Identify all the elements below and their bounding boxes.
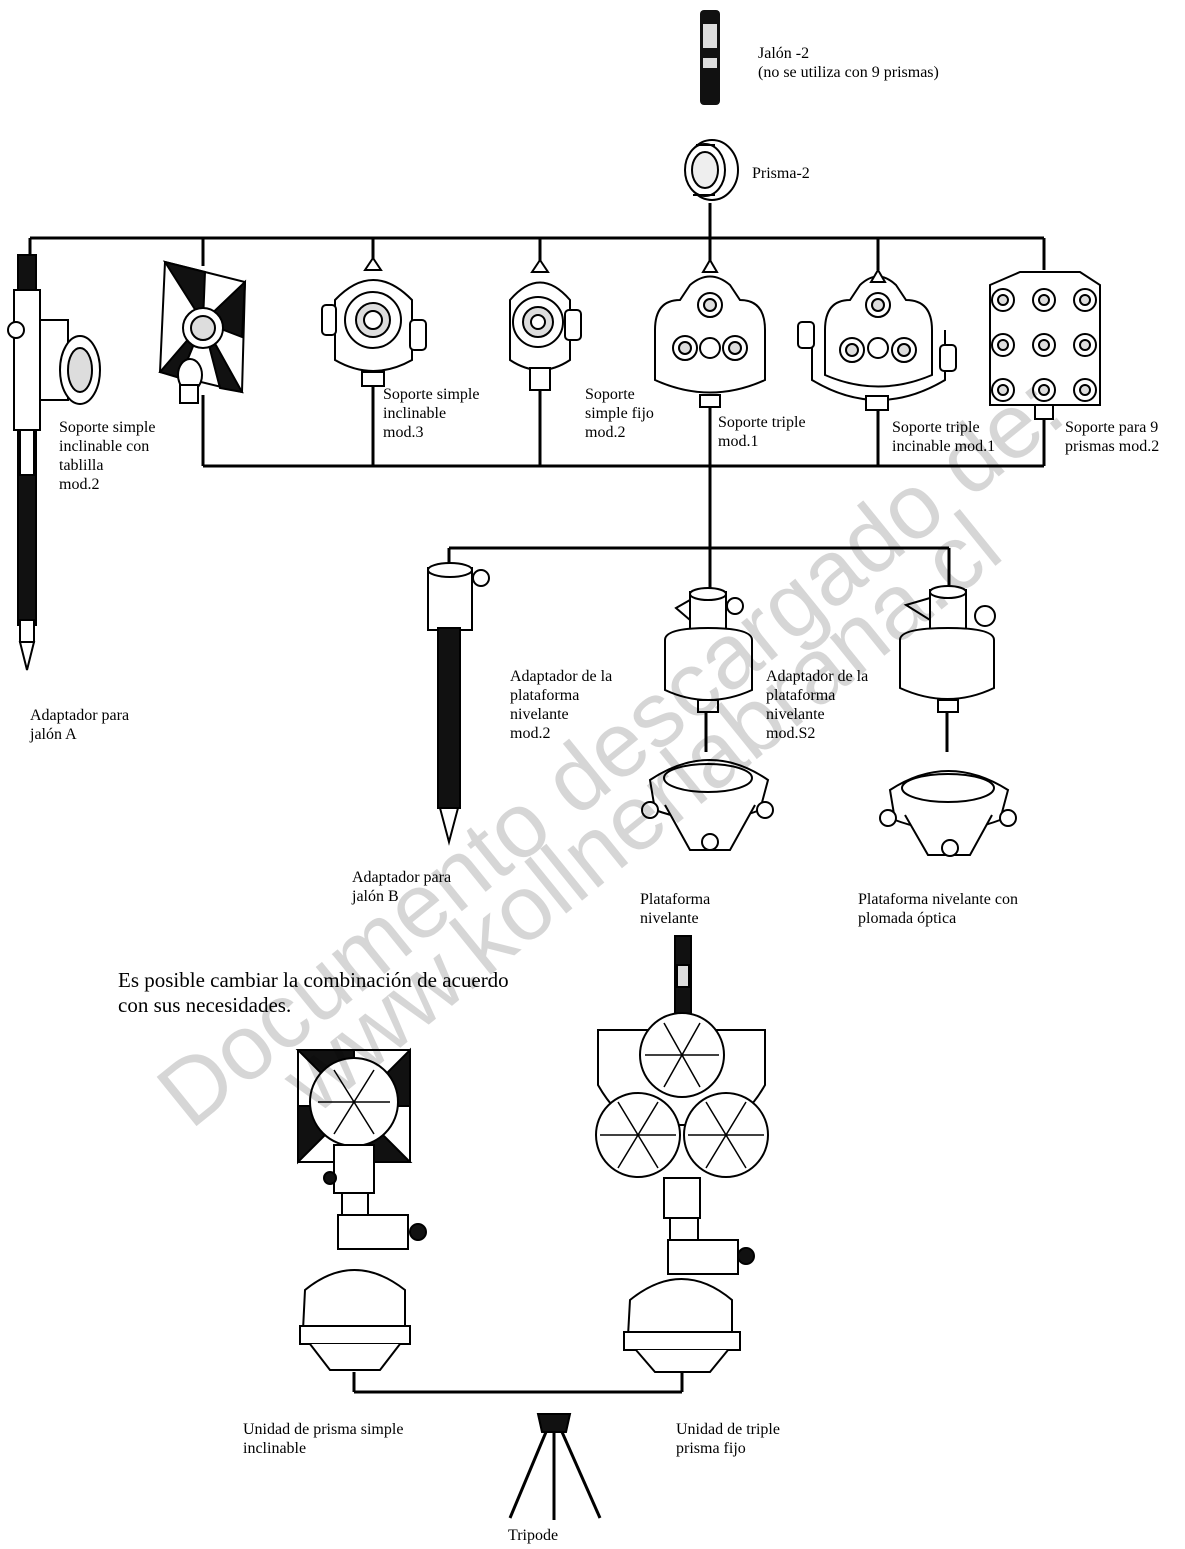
label-adaptador-jalon-b: Adaptador para jalón B xyxy=(352,868,451,906)
label-soporte-tablilla: Soporte simple inclinable con tablilla m… xyxy=(59,418,155,494)
triple-holder-icon xyxy=(655,260,765,407)
label-unidad-triple: Unidad de triple prisma fijo xyxy=(676,1420,780,1458)
label-adaptador-plataforma-s2: Adaptador de la plataforma nivelante mod… xyxy=(766,667,868,743)
tilting-single-holder-icon xyxy=(322,258,426,386)
fixed-triple-prism-unit-icon xyxy=(596,936,768,1372)
label-soporte-simple-inclinable: Soporte simple inclinable mod.3 xyxy=(383,385,479,442)
tribrach-adapter-optical-icon xyxy=(900,586,995,712)
label-soporte-triple-inclinable: Soporte triple incinable mod.1 xyxy=(892,418,995,456)
pole-adapter-b-icon xyxy=(428,563,489,842)
fixed-single-holder-icon xyxy=(510,260,581,390)
prism-2-icon xyxy=(685,140,738,200)
tribrach-optical-plummet-icon xyxy=(880,771,1016,856)
label-prisma-2: Prisma-2 xyxy=(752,164,810,183)
nine-prism-holder-icon xyxy=(990,272,1100,419)
tilting-single-holder-with-target-icon xyxy=(160,262,245,403)
label-soporte-9-prismas: Soporte para 9 prismas mod.2 xyxy=(1065,418,1159,456)
label-adaptador-plataforma-mod2: Adaptador de la plataforma nivelante mod… xyxy=(510,667,612,743)
note-combination: Es posible cambiar la combinación de acu… xyxy=(118,968,509,1018)
label-plataforma-plomada: Plataforma nivelante con plomada óptica xyxy=(858,890,1018,928)
label-soporte-simple-fijo: Soporte simple fijo mod.2 xyxy=(585,385,654,442)
label-unidad-simple: Unidad de prisma simple inclinable xyxy=(243,1420,403,1458)
label-soporte-triple: Soporte triple mod.1 xyxy=(718,413,806,451)
tilting-triple-holder-icon xyxy=(798,270,956,410)
label-jalon-2: Jalón -2 (no se utiliza con 9 prismas) xyxy=(758,44,939,82)
tribrach-icon xyxy=(642,760,773,850)
tribrach-adapter-s2-icon xyxy=(665,588,752,712)
tilting-single-prism-unit-icon xyxy=(298,1050,426,1370)
pole-jalon-2-icon xyxy=(700,10,720,105)
label-tripode: Tripode xyxy=(508,1526,558,1545)
label-plataforma-nivelante: Plataforma nivelante xyxy=(640,890,710,928)
label-adaptador-jalon-a: Adaptador para jalón A xyxy=(30,706,129,744)
tripod-icon xyxy=(510,1414,600,1520)
